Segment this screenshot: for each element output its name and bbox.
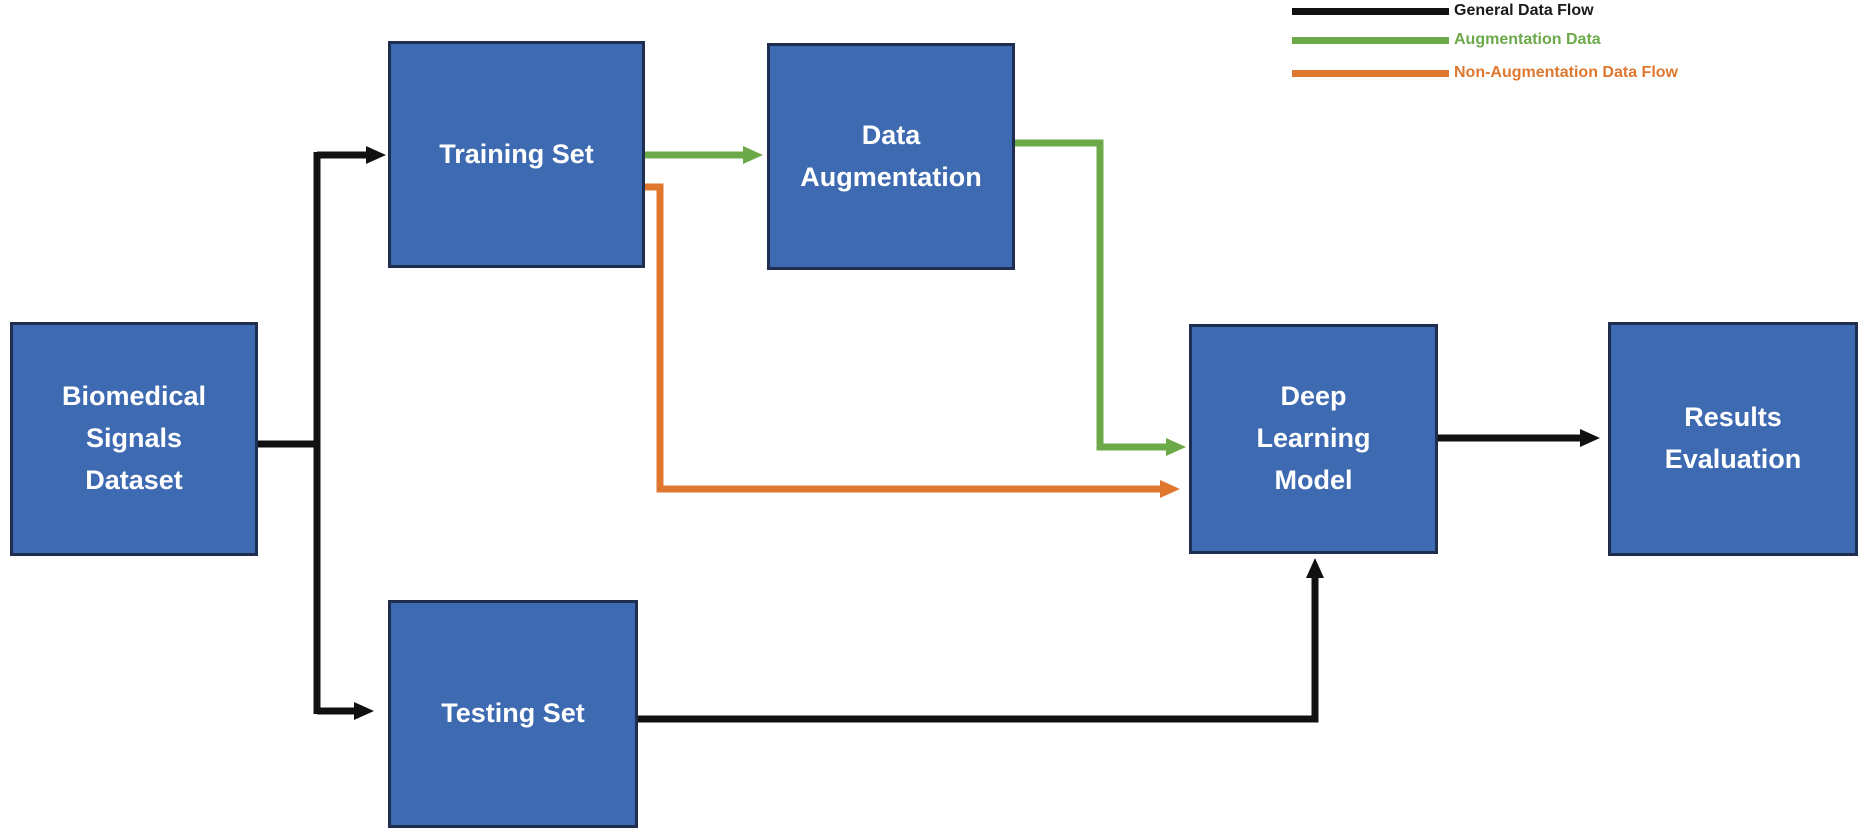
node-data-augmentation: Data Augmentation bbox=[767, 43, 1015, 270]
arrowhead-to-augmentation bbox=[743, 146, 763, 164]
node-label: Training Set bbox=[439, 138, 594, 169]
legend-item-augmentation: Augmentation Data bbox=[1292, 31, 1601, 49]
legend-item-non-augmentation: Non-Augmentation Data Flow bbox=[1292, 64, 1678, 82]
node-training-set: Training Set bbox=[388, 41, 645, 268]
node-testing-set: Testing Set bbox=[388, 600, 638, 828]
edge-biomedical-split bbox=[258, 151, 368, 715]
edge-training-to-deep-nonaug bbox=[645, 183, 1162, 493]
node-biomedical-signals-dataset: Biomedical Signals Dataset bbox=[10, 322, 258, 556]
legend-line-non-augmentation bbox=[1292, 69, 1449, 77]
arrowhead-nonaug-to-deep bbox=[1160, 480, 1180, 498]
legend-label-non-augmentation: Non-Augmentation Data Flow bbox=[1454, 64, 1678, 81]
node-results-evaluation: Results Evaluation bbox=[1608, 322, 1858, 556]
legend-label-general: General Data Flow bbox=[1454, 2, 1594, 19]
node-label: Testing Set bbox=[441, 698, 585, 729]
legend-item-general: General Data Flow bbox=[1292, 2, 1594, 20]
legend-line-general bbox=[1292, 7, 1449, 15]
node-deep-learning-model: Deep Learning Model bbox=[1189, 324, 1438, 554]
node-label: Deep Learning Model bbox=[1256, 381, 1371, 495]
arrowhead-to-testing bbox=[354, 702, 374, 720]
node-label: Results Evaluation bbox=[1664, 402, 1802, 474]
arrowhead-to-deep-bottom bbox=[1306, 558, 1324, 578]
arrowhead-to-training bbox=[366, 146, 386, 164]
edge-testing-to-deep bbox=[638, 576, 1319, 723]
legend-label-augmentation: Augmentation Data bbox=[1454, 31, 1601, 48]
arrowhead-aug-to-deep bbox=[1166, 438, 1186, 456]
node-label: Biomedical Signals Dataset bbox=[61, 381, 207, 495]
legend-line-augmentation bbox=[1292, 36, 1449, 44]
node-label: Data Augmentation bbox=[800, 119, 982, 192]
arrowhead-to-results bbox=[1580, 429, 1600, 447]
edge-augmentation-to-deep bbox=[1015, 139, 1168, 451]
